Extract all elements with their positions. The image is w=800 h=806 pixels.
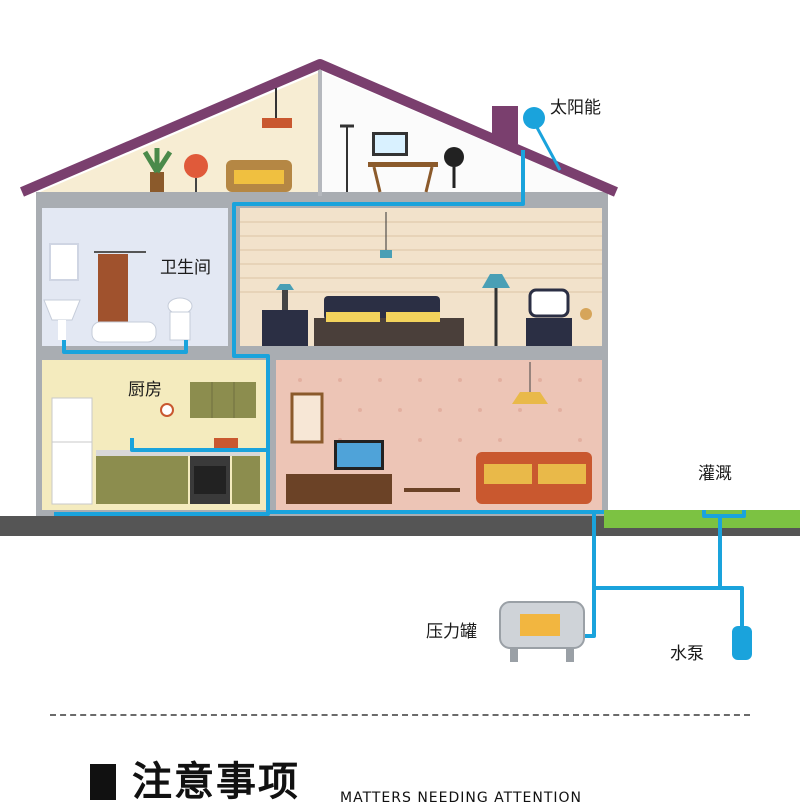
pipe-irrigation (702, 510, 746, 588)
kitchen-furniture (51, 382, 260, 505)
bathroom-furniture (43, 243, 193, 343)
attic-left-furniture (142, 88, 292, 192)
pipe-to-pump (594, 586, 744, 628)
bedroom-furniture (262, 212, 592, 346)
solar-pole (532, 121, 562, 171)
heading-mark-icon (90, 764, 116, 800)
attic-right (322, 72, 604, 196)
pipe-bathroom (62, 340, 188, 354)
notes-heading: 注意事项 MATTERS NEEDING ATTENTION (90, 758, 790, 806)
attic-right-furniture (340, 124, 464, 193)
water-pump-label: 水泵 (670, 644, 704, 664)
living-furniture (286, 362, 592, 504)
chimney (492, 106, 518, 144)
notes-title: 注意事项 (132, 759, 300, 805)
bedroom-wall-stripes (240, 221, 602, 293)
notes-subtitle: MATTERS NEEDING ATTENTION (340, 790, 583, 806)
solar-label: 太阳能 (550, 98, 601, 118)
water-pipes (54, 150, 746, 638)
pressure-tank-icon (499, 601, 585, 662)
irrigation-label: 灌溉 (698, 464, 732, 484)
section-divider (50, 714, 750, 716)
pressure-tank-label: 压力罐 (426, 622, 477, 642)
bathroom-label: 卫生间 (160, 258, 211, 278)
ground (0, 516, 800, 536)
kitchen-label: 厨房 (128, 380, 162, 400)
grass (604, 510, 800, 528)
water-pump-icon (732, 626, 752, 660)
pipe-kitchen (130, 438, 268, 452)
solar-panel-icon (523, 107, 545, 129)
roof (20, 59, 618, 197)
